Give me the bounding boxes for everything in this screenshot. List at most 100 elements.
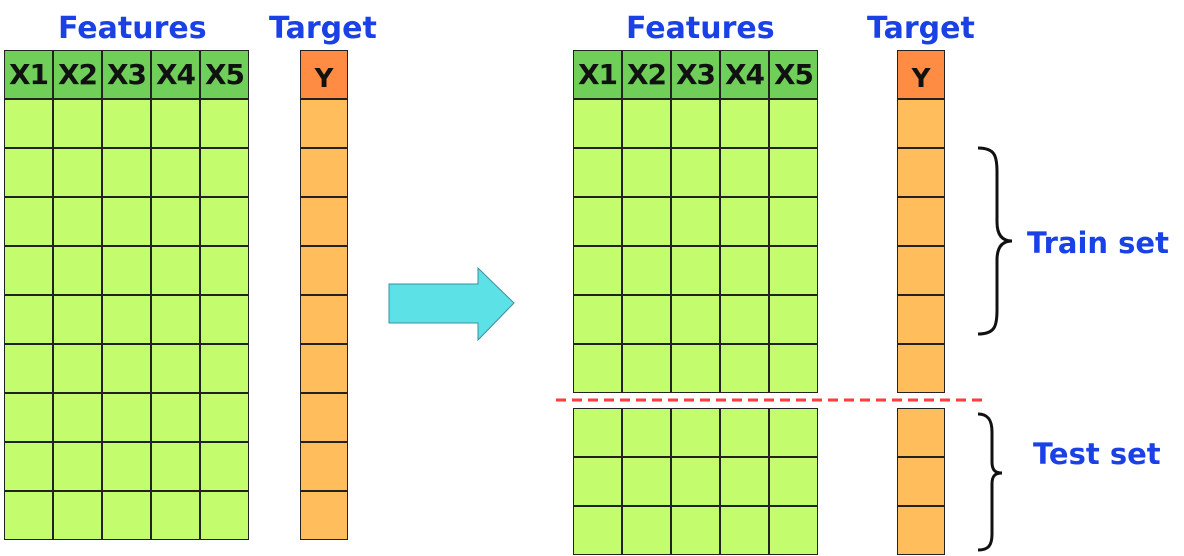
train-feature-cell (622, 99, 671, 148)
feature-cell (4, 393, 53, 442)
train-set-label: Train set (1027, 226, 1169, 260)
feature-cell (151, 344, 200, 393)
feature-cell (200, 344, 249, 393)
train-feature-cell (573, 197, 622, 246)
train-feature-cell (671, 197, 720, 246)
train-feature-cell (769, 148, 818, 197)
train-feature-cell (720, 295, 769, 344)
train-feature-cell (769, 197, 818, 246)
train-feature-cell (769, 344, 818, 393)
feature-cell (151, 197, 200, 246)
feature-cell (151, 491, 200, 540)
feature-cell (53, 148, 102, 197)
feature-cell (102, 99, 151, 148)
test-feature-cell (769, 408, 818, 457)
feature-cell (102, 491, 151, 540)
target-cell (300, 295, 348, 344)
test-feature-cell (769, 506, 818, 555)
target-cell (300, 442, 348, 491)
train-feature-cell (573, 99, 622, 148)
test-feature-cell (573, 457, 622, 506)
target-header-y: Y (300, 50, 348, 99)
train-feature-cell (720, 148, 769, 197)
feature-cell (200, 99, 249, 148)
feature-cell (102, 197, 151, 246)
train-feature-cell (720, 197, 769, 246)
feature-cell (151, 442, 200, 491)
test-feature-cell (720, 506, 769, 555)
train-feature-cell (720, 99, 769, 148)
test-feature-cell (622, 506, 671, 555)
target-cell (300, 491, 348, 540)
feature-header-x3: X3 (671, 50, 720, 99)
test-feature-cell (573, 506, 622, 555)
test-feature-cell (769, 457, 818, 506)
train-target-cell (897, 148, 945, 197)
feature-cell (4, 295, 53, 344)
feature-cell (102, 344, 151, 393)
test-feature-cell (573, 408, 622, 457)
train-target-cell (897, 197, 945, 246)
feature-cell (200, 491, 249, 540)
test-feature-cell (671, 408, 720, 457)
feature-cell (151, 246, 200, 295)
train-target-cell (897, 295, 945, 344)
feature-cell (4, 197, 53, 246)
target-header-y: Y (897, 50, 945, 99)
test-set-brace-icon (977, 412, 1003, 552)
feature-cell (102, 295, 151, 344)
target-cell (300, 246, 348, 295)
feature-header-x2: X2 (53, 50, 102, 99)
train-feature-cell (720, 344, 769, 393)
test-feature-cell (622, 457, 671, 506)
target-cell (300, 148, 348, 197)
train-feature-cell (769, 295, 818, 344)
feature-cell (53, 295, 102, 344)
train-feature-cell (720, 246, 769, 295)
target-cell (300, 344, 348, 393)
feature-cell (53, 442, 102, 491)
feature-cell (102, 393, 151, 442)
feature-cell (102, 246, 151, 295)
train-feature-cell (622, 148, 671, 197)
train-feature-cell (622, 344, 671, 393)
feature-header-x3: X3 (102, 50, 151, 99)
feature-cell (4, 148, 53, 197)
feature-cell (151, 393, 200, 442)
feature-cell (4, 344, 53, 393)
feature-cell (4, 442, 53, 491)
feature-cell (200, 295, 249, 344)
feature-cell (200, 246, 249, 295)
train-feature-cell (573, 344, 622, 393)
train-feature-cell (769, 246, 818, 295)
feature-header-x1: X1 (4, 50, 53, 99)
feature-header-x4: X4 (151, 50, 200, 99)
feature-cell (53, 393, 102, 442)
left-features-title: Features (58, 11, 207, 46)
target-cell (300, 99, 348, 148)
test-feature-cell (720, 457, 769, 506)
train-target-cell (897, 344, 945, 393)
feature-cell (151, 99, 200, 148)
feature-cell (200, 197, 249, 246)
feature-cell (4, 99, 53, 148)
left-target-title: Target (269, 11, 377, 46)
feature-cell (53, 99, 102, 148)
train-feature-cell (622, 246, 671, 295)
feature-cell (102, 148, 151, 197)
feature-cell (102, 442, 151, 491)
train-feature-cell (622, 295, 671, 344)
train-target-cell (897, 246, 945, 295)
train-feature-cell (573, 295, 622, 344)
feature-cell (151, 148, 200, 197)
test-target-cell (897, 506, 945, 555)
feature-cell (200, 442, 249, 491)
test-set-label: Test set (1033, 437, 1161, 471)
train-feature-cell (671, 246, 720, 295)
feature-cell (200, 148, 249, 197)
test-target-cell (897, 457, 945, 506)
train-feature-cell (573, 148, 622, 197)
right-features-title: Features (626, 11, 775, 46)
train-feature-cell (671, 148, 720, 197)
